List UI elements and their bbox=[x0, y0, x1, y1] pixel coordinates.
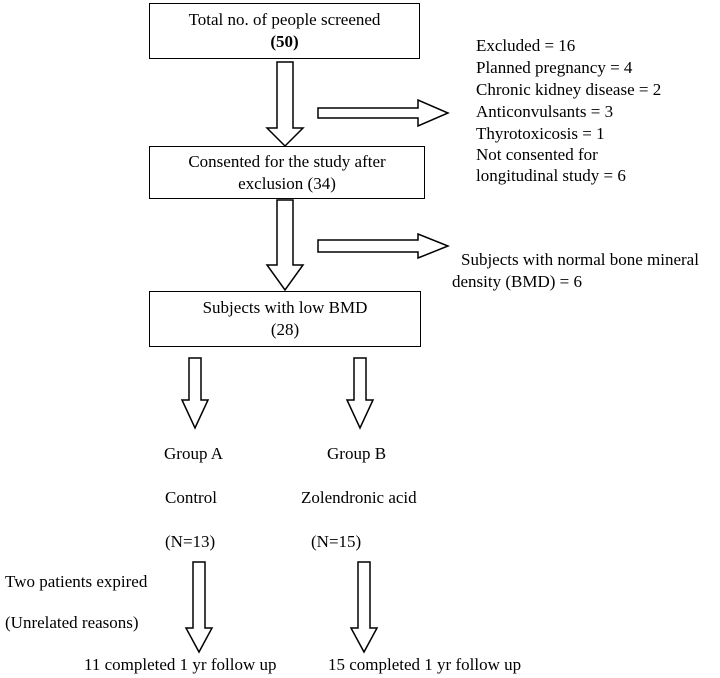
consented-label-line2: exclusion (34) bbox=[238, 173, 336, 193]
consented-box: Consented for the study after exclusion … bbox=[149, 146, 425, 199]
excluded-item-not-consented: Not consented for bbox=[476, 145, 598, 164]
arrow-down-group-a bbox=[180, 357, 210, 430]
group-a-label: Group A bbox=[164, 444, 224, 463]
arrow-right-excluded bbox=[317, 98, 450, 128]
group-b-label: Group B bbox=[327, 444, 387, 463]
normal-bmd-line1: Subjects with normal bone mineral bbox=[461, 250, 699, 269]
screened-count: (50) bbox=[270, 32, 299, 51]
group-a-n: (N=13) bbox=[165, 532, 216, 551]
arrow-down-screened-to-consented bbox=[265, 61, 305, 148]
arrow-right-normal-bmd bbox=[317, 232, 451, 260]
consented-label-line1: Consented for the study after bbox=[188, 151, 386, 171]
low-bmd-count: (28) bbox=[270, 320, 300, 339]
normal-bmd-line2: density (BMD) = 6 bbox=[452, 272, 582, 291]
expired-note-line2: (Unrelated reasons) bbox=[5, 613, 139, 632]
group-a-treatment: Control bbox=[165, 488, 217, 507]
outcome-group-a: 11 completed 1 yr follow up bbox=[84, 655, 277, 674]
screened-box: Total no. of people screened (50) bbox=[149, 3, 420, 59]
excluded-item-anticonvulsants: Anticonvulsants = 3 bbox=[476, 102, 614, 121]
low-bmd-label: Subjects with low BMD bbox=[202, 298, 368, 317]
screened-label: Total no. of people screened bbox=[188, 10, 381, 29]
group-b-treatment: Zolendronic acid bbox=[301, 488, 417, 507]
arrow-down-outcome-a bbox=[184, 561, 214, 654]
arrow-down-consented-to-lowbmd bbox=[265, 199, 305, 292]
excluded-item-longitudinal: longitudinal study = 6 bbox=[476, 166, 626, 185]
arrow-down-group-b bbox=[345, 357, 375, 430]
excluded-item-thyrotoxicosis: Thyrotoxicosis = 1 bbox=[476, 124, 605, 143]
arrow-down-outcome-b bbox=[349, 561, 379, 654]
group-b-n: (N=15) bbox=[311, 532, 362, 551]
expired-note-line1: Two patients expired bbox=[5, 572, 148, 591]
excluded-item-pregnancy: Planned pregnancy = 4 bbox=[476, 58, 633, 77]
outcome-group-b: 15 completed 1 yr follow up bbox=[328, 655, 522, 674]
excluded-item-ckd: Chronic kidney disease = 2 bbox=[476, 80, 662, 99]
excluded-item-total: Excluded = 16 bbox=[476, 36, 576, 55]
low-bmd-box: Subjects with low BMD (28) bbox=[149, 291, 421, 347]
